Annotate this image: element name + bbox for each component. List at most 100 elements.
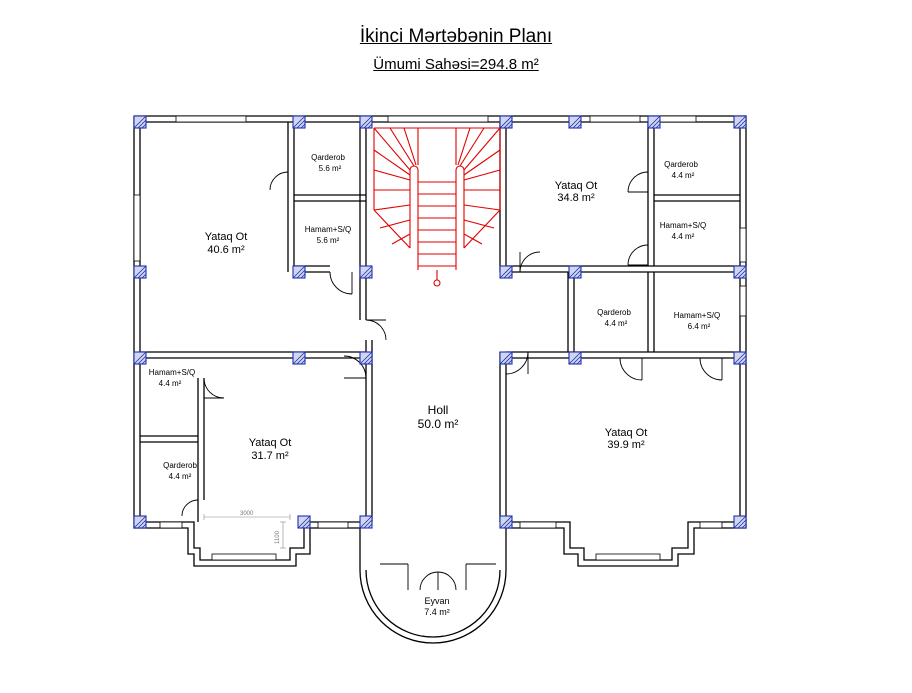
page-title: İkinci Mərtəbənin Planı — [359, 26, 553, 47]
column-hatch — [363, 269, 373, 279]
column-hatch — [301, 519, 311, 529]
column-hatch — [367, 523, 373, 529]
column-hatch — [503, 519, 513, 529]
porch-walls — [359, 558, 507, 644]
room-wardrobe-nw-area: 5.6 m² — [319, 164, 342, 173]
column-hatch — [737, 119, 747, 129]
column-hatch — [741, 523, 747, 529]
column-hatch — [507, 273, 513, 279]
dimension-marks: 3000 1100 — [203, 511, 291, 549]
column-hatch — [499, 351, 513, 365]
column-hatch — [137, 119, 147, 129]
room-wardrobe-e-name: Qarderob — [597, 308, 631, 317]
room-bed-nw-area: 40.6 m² — [207, 244, 245, 256]
column-hatch — [363, 355, 373, 365]
column-hatch — [737, 519, 747, 529]
column-hatch — [296, 269, 306, 279]
room-wardrobe-ne-area: 4.4 m² — [672, 171, 695, 180]
room-bath-e-area: 6.4 m² — [688, 322, 711, 331]
column-hatch — [572, 119, 582, 129]
column-hatch — [503, 269, 513, 279]
column-hatch — [651, 119, 661, 129]
room-bath-sw-name: Hamam+S/Q — [149, 368, 195, 377]
room-bath-ne-area: 4.4 m² — [672, 232, 695, 241]
column-hatch — [133, 115, 147, 129]
column-hatch — [503, 119, 513, 129]
dimension-depth-label: 1100 — [275, 530, 281, 544]
column-hatch — [568, 115, 582, 129]
room-bath-e-name: Hamam+S/Q — [674, 311, 720, 320]
column-hatch — [359, 265, 373, 279]
column-hatch — [292, 115, 306, 129]
room-hall-name: Holl — [428, 403, 449, 417]
room-bath-sw-area: 4.4 m² — [159, 379, 182, 388]
total-area-subtitle: Ümumi Sahəsi=294.8 m² — [373, 56, 539, 73]
column-hatch — [296, 119, 306, 129]
staircase — [373, 127, 501, 287]
room-labels: Yataq Ot 40.6 m² Qarderob 5.6 m² Hamam+S… — [149, 153, 720, 617]
column-hatch — [737, 355, 747, 365]
column-hatch — [499, 115, 513, 129]
column-hatch — [568, 351, 582, 365]
column-hatch — [300, 123, 306, 129]
column-hatch — [576, 359, 582, 365]
doors — [181, 171, 723, 591]
room-bed-nw-name: Yataq Ot — [205, 231, 248, 243]
column-hatch — [141, 523, 147, 529]
room-bed-sw-name: Yataq Ot — [249, 437, 292, 449]
column-hatch — [359, 115, 373, 129]
columns — [133, 115, 747, 529]
column-hatch — [655, 123, 661, 129]
column-hatch — [733, 265, 747, 279]
column-hatch — [359, 351, 373, 365]
room-porch-area: 7.4 m² — [424, 607, 450, 617]
column-hatch — [292, 265, 306, 279]
room-bed-ne-area: 34.8 m² — [557, 192, 595, 204]
column-hatch — [499, 265, 513, 279]
column-hatch — [292, 351, 306, 365]
column-hatch — [507, 359, 513, 365]
room-hall-area: 50.0 m² — [418, 417, 459, 431]
room-porch-name: Eyvan — [424, 596, 449, 606]
column-hatch — [507, 523, 513, 529]
room-bed-ne-name: Yataq Ot — [555, 180, 598, 192]
room-bed-se-area: 39.9 m² — [607, 439, 645, 451]
column-hatch — [137, 355, 147, 365]
column-hatch — [305, 523, 311, 529]
room-bed-sw-area: 31.7 m² — [251, 450, 289, 462]
column-hatch — [137, 269, 147, 279]
column-hatch — [133, 515, 147, 529]
room-wardrobe-sw-area: 4.4 m² — [169, 472, 192, 481]
room-bath-nw-area: 5.6 m² — [317, 236, 340, 245]
room-wardrobe-sw-name: Qarderob — [163, 461, 197, 470]
column-hatch — [499, 515, 513, 529]
column-hatch — [141, 123, 147, 129]
column-hatch — [137, 519, 147, 529]
column-hatch — [359, 515, 373, 529]
column-hatch — [576, 273, 582, 279]
windows — [133, 115, 747, 561]
column-hatch — [300, 273, 306, 279]
column-hatch — [572, 269, 582, 279]
column-hatch — [367, 123, 373, 129]
room-wardrobe-ne-name: Qarderob — [664, 160, 698, 169]
column-hatch — [741, 273, 747, 279]
column-hatch — [741, 359, 747, 365]
column-hatch — [141, 359, 147, 365]
column-hatch — [296, 355, 306, 365]
column-hatch — [367, 359, 373, 365]
column-hatch — [647, 115, 661, 129]
column-hatch — [572, 355, 582, 365]
column-hatch — [367, 273, 373, 279]
dimension-width-label: 3000 — [240, 511, 254, 517]
room-bath-nw-name: Hamam+S/Q — [305, 225, 351, 234]
column-hatch — [133, 351, 147, 365]
room-wardrobe-e-area: 4.4 m² — [605, 319, 628, 328]
room-bed-se-name: Yataq Ot — [605, 427, 648, 439]
column-hatch — [733, 351, 747, 365]
column-hatch — [733, 515, 747, 529]
column-hatch — [141, 273, 147, 279]
column-hatch — [503, 355, 513, 365]
room-bath-ne-name: Hamam+S/Q — [660, 221, 706, 230]
